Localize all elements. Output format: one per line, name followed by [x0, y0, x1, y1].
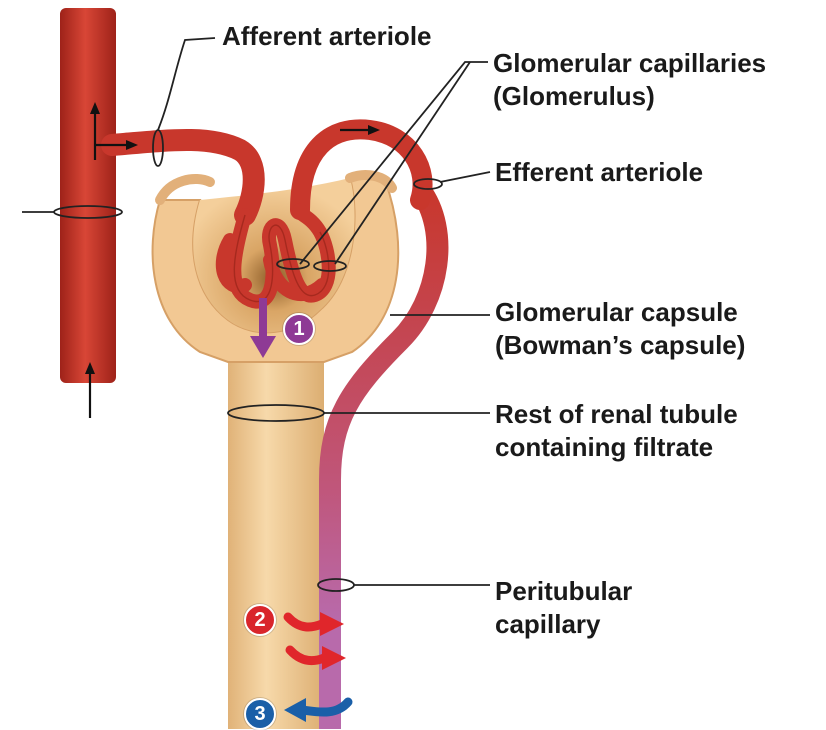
- label-efferent-line: Efferent arteriole: [495, 156, 703, 189]
- label-rest-line-1: Rest of renal tubule: [495, 398, 738, 431]
- label-peritubular-capillary: Peritubular capillary: [495, 575, 632, 641]
- label-glomerular-capsule: Glomerular capsule (Bowman’s capsule): [495, 296, 745, 362]
- label-capsule-line-2: (Bowman’s capsule): [495, 329, 745, 362]
- label-peri-line-1: Peritubular: [495, 575, 632, 608]
- renal-tubule: [228, 360, 324, 729]
- label-glomerular-capillaries: Glomerular capillaries (Glomerulus): [493, 47, 766, 113]
- label-rest-line-2: containing filtrate: [495, 431, 738, 464]
- label-afferent-arteriole: Afferent arteriole: [222, 20, 432, 53]
- label-rest-of-renal-tubule: Rest of renal tubule containing filtrate: [495, 398, 738, 464]
- capsule-rim-left: [160, 179, 210, 200]
- step-3-badge: 3: [244, 698, 276, 730]
- label-efferent-arteriole: Efferent arteriole: [495, 156, 703, 189]
- label-glom-line-1: Glomerular capillaries: [493, 47, 766, 80]
- label-capsule-line-1: Glomerular capsule: [495, 296, 745, 329]
- label-glom-line-2: (Glomerulus): [493, 80, 766, 113]
- label-afferent-line: Afferent arteriole: [222, 20, 432, 53]
- step-2-badge: 2: [244, 604, 276, 636]
- label-peri-line-2: capillary: [495, 608, 632, 641]
- interlobular-artery: [60, 8, 116, 383]
- step-1-badge: 1: [283, 313, 315, 345]
